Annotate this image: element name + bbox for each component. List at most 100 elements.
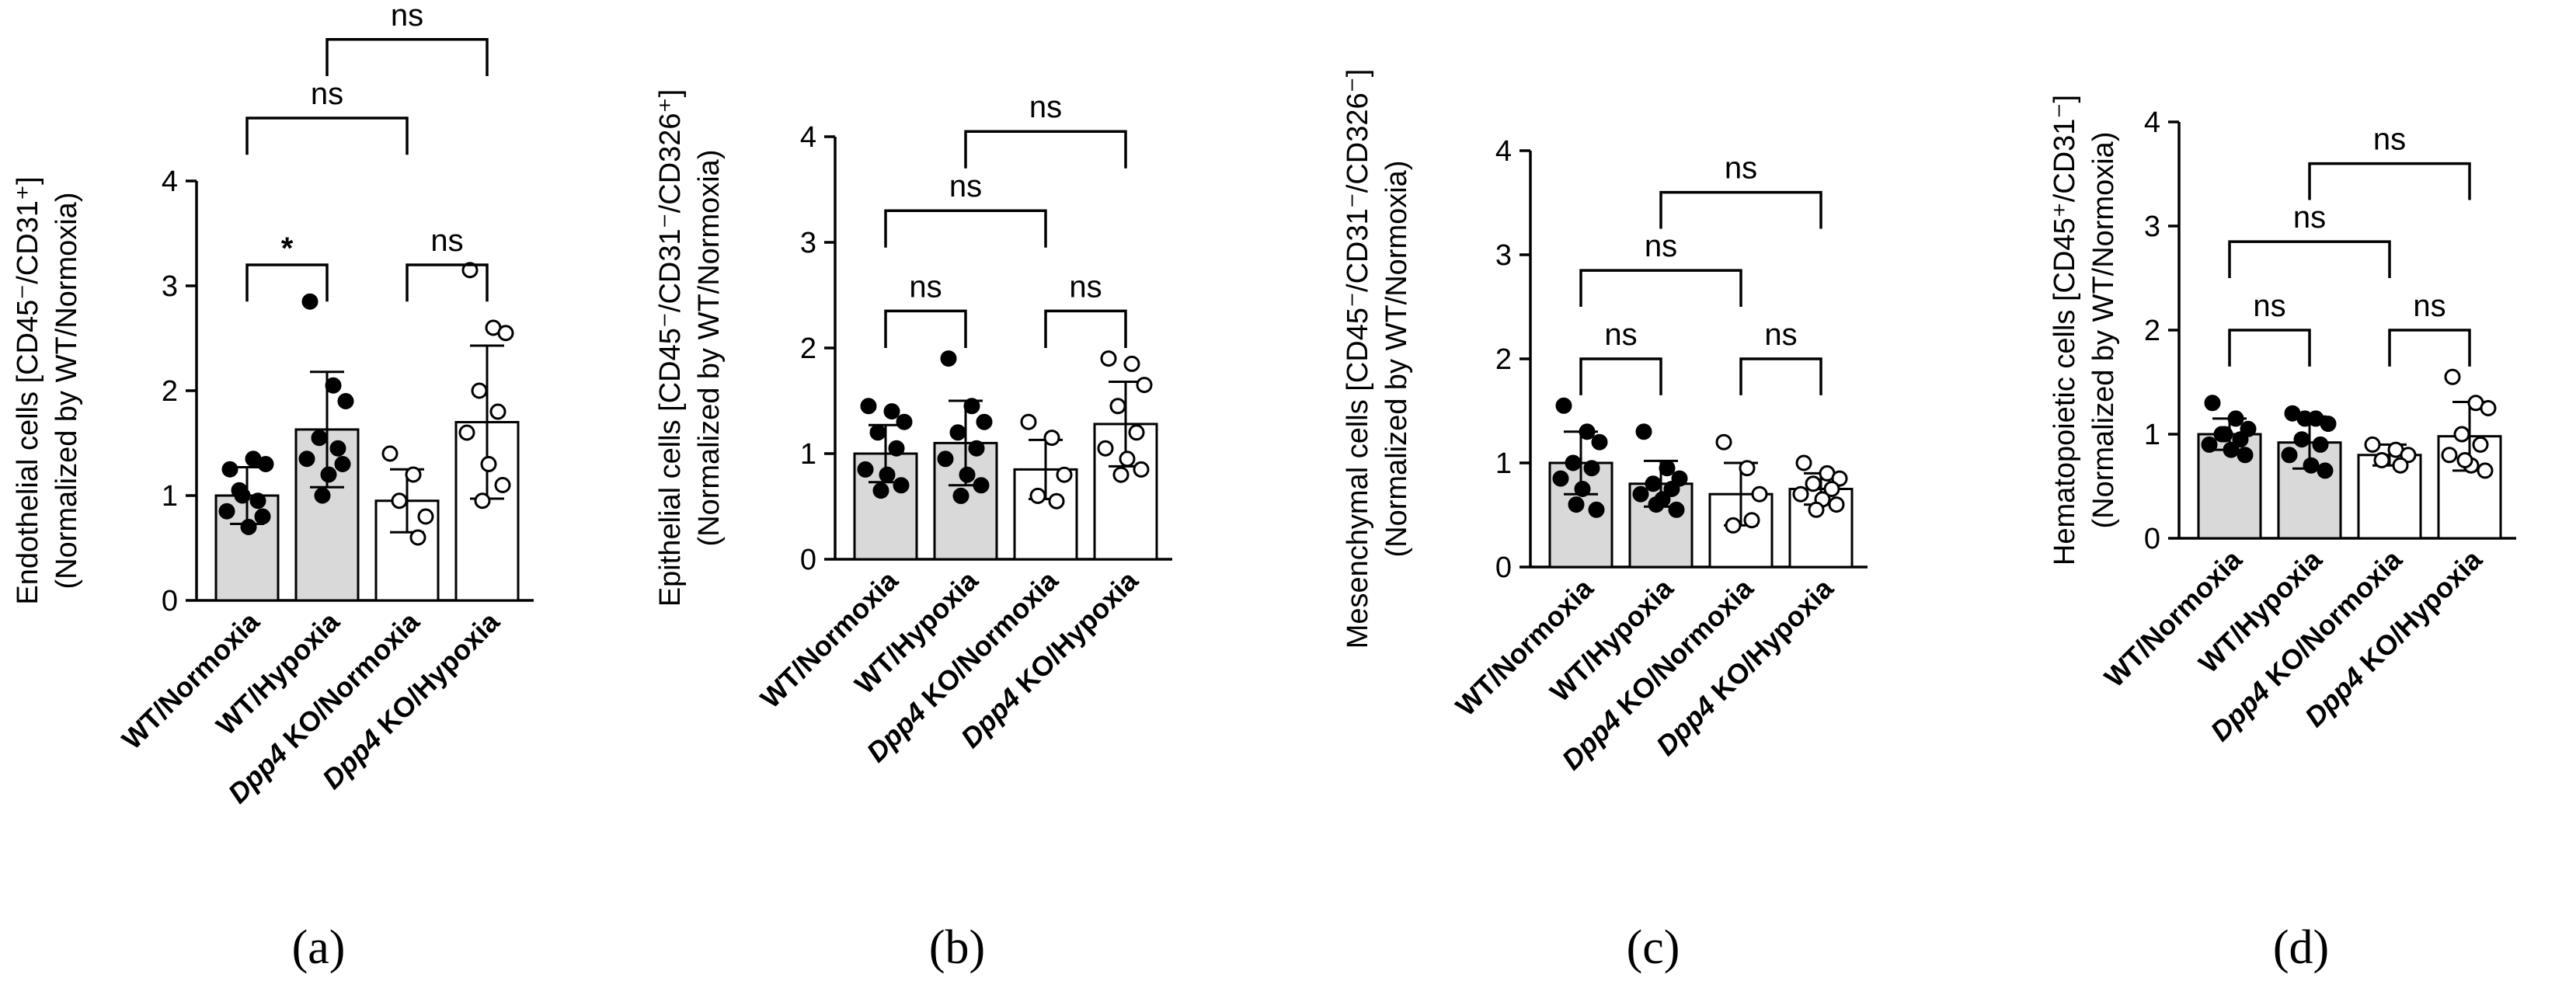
panel-label: (d) <box>2273 921 2329 974</box>
significance-bracket <box>1659 190 1822 229</box>
data-point <box>1648 496 1665 513</box>
y-tick-label: 2 <box>800 332 816 365</box>
data-point <box>471 382 488 399</box>
significance-label: ns <box>2293 200 2326 235</box>
significance-label: ns <box>949 169 982 204</box>
data-point <box>2453 426 2470 443</box>
data-point <box>1635 423 1652 440</box>
data-point <box>497 325 514 342</box>
data-point <box>1574 481 1591 497</box>
data-point <box>1568 496 1585 513</box>
data-point <box>1792 485 1809 503</box>
significance-label: ns <box>2253 289 2285 323</box>
data-point <box>301 293 319 310</box>
data-point <box>2373 452 2390 468</box>
data-point <box>949 424 966 441</box>
significance-label: ns <box>1725 151 1757 186</box>
x-tick-label: WT/Normoxia <box>116 605 266 756</box>
significance-bracket <box>245 117 409 155</box>
data-point <box>320 466 337 483</box>
data-point <box>249 492 266 510</box>
y-axis-label-normalization: (Normalized by WT/Normoxia) <box>693 150 726 547</box>
significance-bracket <box>2388 329 2471 367</box>
y-tick-label: 1 <box>2144 419 2160 451</box>
data-point <box>857 461 874 478</box>
data-point <box>494 477 511 493</box>
data-point <box>489 403 506 420</box>
significance-bracket <box>1579 357 1662 395</box>
data-point <box>1100 350 1117 367</box>
significance-label: ns <box>1604 318 1637 352</box>
significance-bracket <box>1739 357 1822 395</box>
data-point <box>1097 440 1114 457</box>
y-tick-label: 2 <box>2144 315 2160 347</box>
data-point <box>1795 454 1812 471</box>
significance-label: ns <box>430 224 463 258</box>
data-point <box>1555 397 1572 414</box>
data-point <box>2320 416 2337 433</box>
data-point <box>959 466 976 483</box>
significance-label: ns <box>909 270 942 304</box>
condition-name: KO/Normoxia <box>910 564 1064 718</box>
data-point <box>940 350 957 367</box>
y-tick-label: 4 <box>800 121 816 154</box>
data-point <box>2293 431 2310 448</box>
data-point <box>1109 398 1126 415</box>
data-point <box>381 445 399 462</box>
data-point <box>1645 475 1662 492</box>
data-point <box>1583 460 1600 477</box>
significance-bracket <box>1579 269 1742 307</box>
data-point <box>298 451 315 468</box>
data-point <box>1715 433 1732 451</box>
data-point <box>2472 436 2489 453</box>
data-point <box>218 503 235 520</box>
condition-name: KO/Normoxia <box>1605 572 1760 726</box>
data-point <box>474 492 491 510</box>
x-tick-label: WT/Normoxia <box>2098 543 2249 694</box>
data-point <box>860 398 877 415</box>
data-point <box>334 456 351 472</box>
data-point <box>976 413 993 430</box>
significance-label: ns <box>391 0 423 33</box>
data-point <box>879 466 896 483</box>
data-point <box>1552 470 1569 487</box>
y-tick-label: 4 <box>162 165 178 198</box>
y-tick-label: 0 <box>2144 523 2160 555</box>
data-point <box>2317 462 2334 479</box>
data-point <box>234 487 251 504</box>
data-point <box>963 398 980 415</box>
data-point <box>1591 433 1608 451</box>
data-point <box>1743 512 1760 529</box>
data-point <box>405 466 422 483</box>
y-axis-label: Hematopoietic cells [CD45⁺/CD31⁻] <box>2049 95 2081 565</box>
data-point <box>2477 462 2494 479</box>
data-point <box>1043 430 1060 447</box>
y-tick-label: 3 <box>162 270 178 303</box>
data-point <box>2216 426 2233 443</box>
data-point <box>2296 410 2313 427</box>
data-point <box>1668 501 1685 518</box>
data-point <box>1048 492 1065 510</box>
panel-label: (b) <box>929 921 985 974</box>
y-tick-label: 1 <box>1495 447 1512 480</box>
data-point <box>2480 400 2497 416</box>
y-axis-label-normalization: (Normalized by WT/Normoxia) <box>50 193 83 590</box>
data-point <box>2201 436 2218 453</box>
x-tick-label: WT/Normoxia <box>754 564 905 715</box>
data-point <box>888 440 905 457</box>
significance-label: ns <box>2373 123 2406 157</box>
data-point <box>325 377 342 394</box>
data-point <box>1136 377 1153 394</box>
data-point <box>896 413 913 430</box>
data-point <box>1828 496 1845 513</box>
data-point <box>221 461 238 478</box>
data-point <box>872 482 889 499</box>
y-tick-label: 0 <box>162 585 178 618</box>
panel-label: (c) <box>1627 921 1680 974</box>
data-point <box>257 456 274 472</box>
data-point <box>1808 501 1825 518</box>
